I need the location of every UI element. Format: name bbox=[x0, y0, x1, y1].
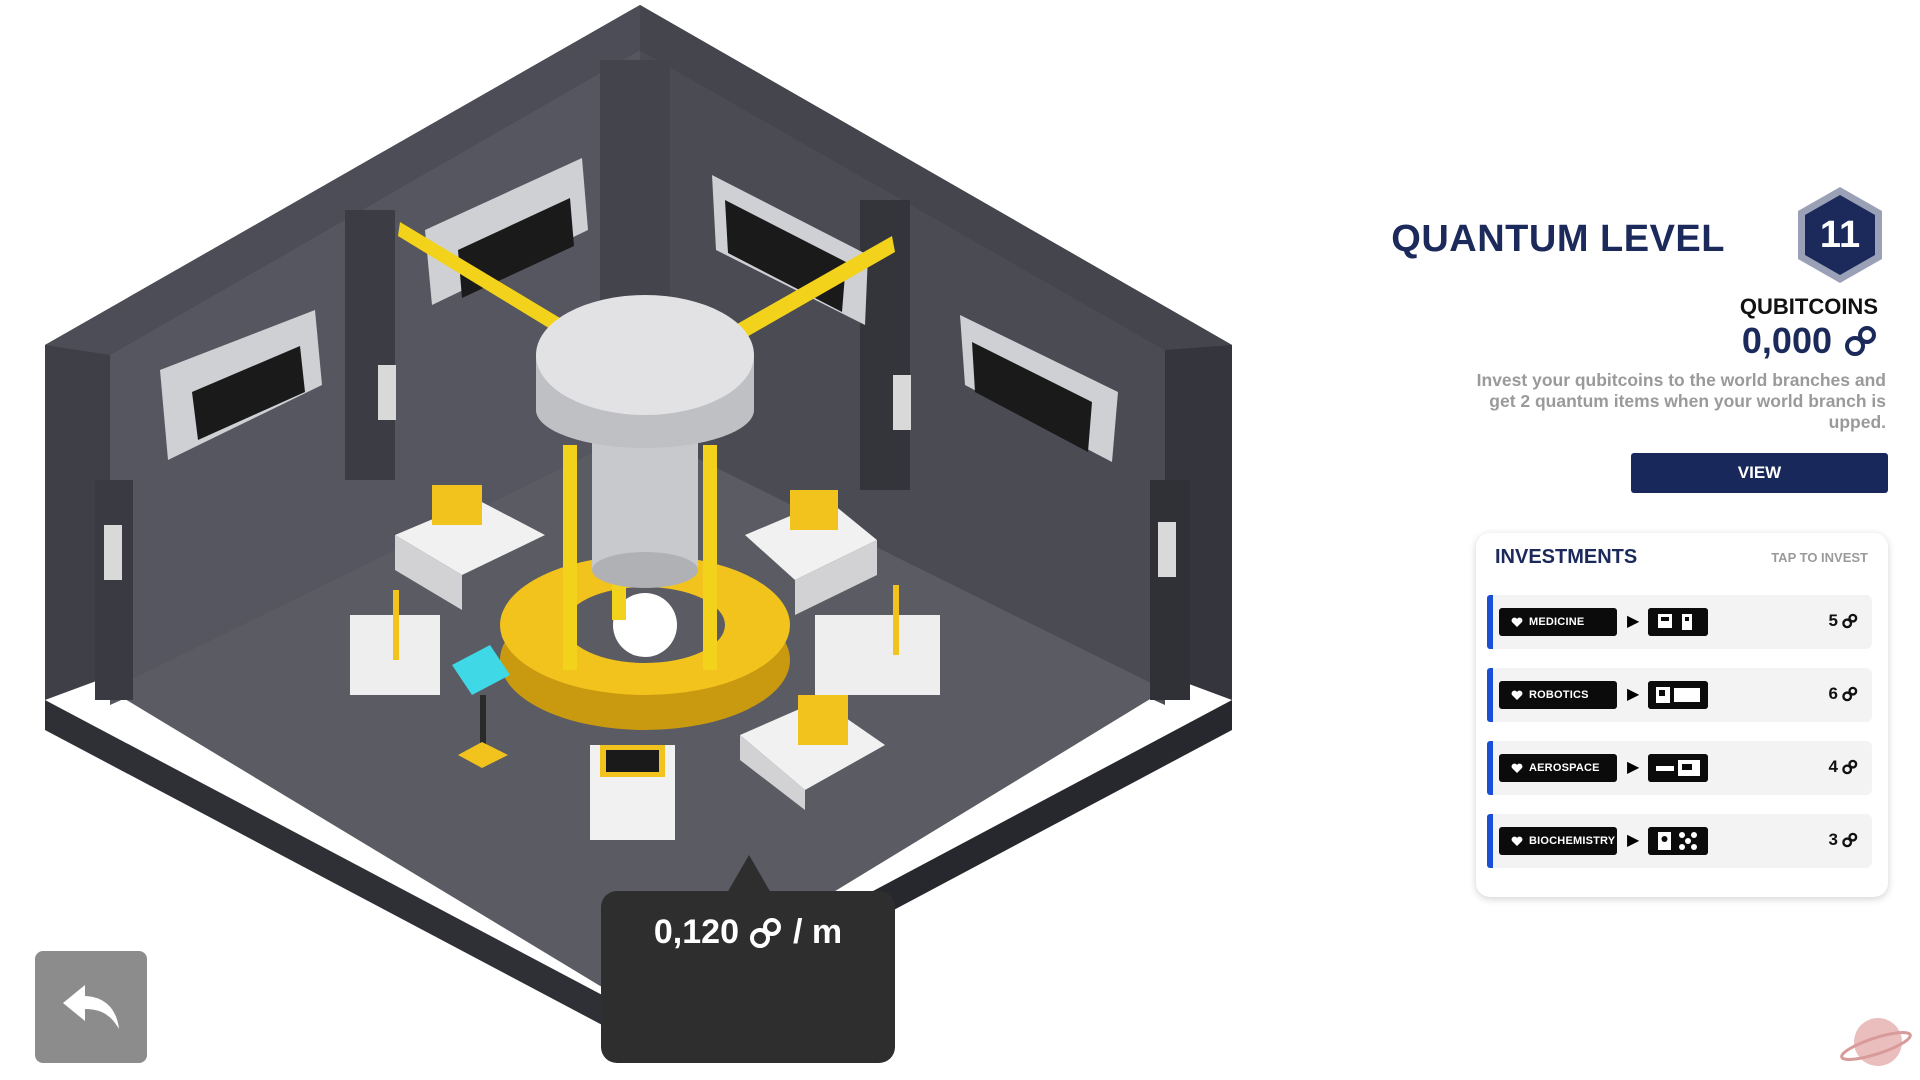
investment-cost: 4 bbox=[1829, 757, 1858, 777]
qubitcoins-value: 0,000 bbox=[1741, 320, 1832, 361]
rate-bubble bbox=[601, 891, 895, 1063]
income-rate: 0,120 / m bbox=[601, 913, 895, 952]
investment-cost: 6 bbox=[1829, 684, 1858, 704]
tap-to-invest-hint: TAP TO INVEST bbox=[1771, 550, 1868, 565]
branch-label: ROBOTICS bbox=[1529, 689, 1589, 701]
play-arrow-icon: ▶ bbox=[1627, 613, 1640, 630]
row-accent bbox=[1487, 741, 1493, 795]
qubitcoin-icon bbox=[1842, 613, 1858, 629]
branch-tag: ROBOTICS bbox=[1499, 681, 1617, 709]
investments-panel: INVESTMENTS TAP TO INVEST MEDICINE ▶ 5 R… bbox=[1476, 533, 1888, 897]
quantum-items-icon bbox=[1648, 754, 1708, 782]
cost-value: 3 bbox=[1828, 830, 1838, 849]
play-arrow-icon: ▶ bbox=[1627, 832, 1640, 849]
investment-row-aerospace[interactable]: AEROSPACE ▶ 4 bbox=[1487, 741, 1872, 795]
play-arrow-icon: ▶ bbox=[1627, 759, 1640, 776]
quantum-lab-room bbox=[45, 5, 1232, 1045]
qubitcoin-icon bbox=[1842, 832, 1858, 848]
heart-icon bbox=[1511, 836, 1523, 846]
heart-icon bbox=[1511, 763, 1523, 773]
cost-value: 4 bbox=[1828, 757, 1838, 776]
row-accent bbox=[1487, 814, 1493, 868]
heart-icon bbox=[1511, 690, 1523, 700]
quantum-level-number: 11 bbox=[1819, 213, 1861, 256]
qubitcoin-icon bbox=[1842, 686, 1858, 702]
quantum-items-icon bbox=[1648, 608, 1708, 636]
quantum-items-icon bbox=[1648, 681, 1708, 709]
investment-cost: 3 bbox=[1829, 830, 1858, 850]
rate-unit: / m bbox=[792, 913, 843, 951]
qubitcoins-label: QUBITCOINS bbox=[1739, 294, 1878, 319]
row-accent bbox=[1487, 668, 1493, 722]
row-accent bbox=[1487, 595, 1493, 649]
qubitcoin-icon bbox=[1842, 759, 1858, 775]
quantum-level-header: QUANTUM LEVEL 11 bbox=[1391, 185, 1890, 285]
qubitcoin-icon bbox=[1845, 326, 1876, 356]
branch-tag: AEROSPACE bbox=[1499, 754, 1617, 782]
rate-value: 0,120 bbox=[653, 913, 739, 951]
branch-label: AEROSPACE bbox=[1529, 762, 1600, 774]
qubitcoins-balance: 0,000 bbox=[1742, 320, 1878, 362]
play-arrow-icon: ▶ bbox=[1627, 686, 1640, 703]
wall-screen bbox=[160, 310, 322, 460]
investments-title: INVESTMENTS bbox=[1495, 546, 1638, 568]
heart-icon bbox=[1511, 617, 1523, 627]
investment-row-biochemistry[interactable]: BIOCHEMISTRY ▶ 3 bbox=[1487, 814, 1872, 868]
view-button[interactable]: VIEW bbox=[1631, 453, 1888, 493]
investment-row-medicine[interactable]: MEDICINE ▶ 5 bbox=[1487, 595, 1872, 649]
investment-cost: 5 bbox=[1829, 611, 1858, 631]
back-button[interactable] bbox=[35, 951, 147, 1063]
qubitcoin-icon bbox=[749, 917, 781, 948]
cost-value: 5 bbox=[1828, 611, 1838, 630]
quantum-level-title: QUANTUM LEVEL bbox=[1391, 218, 1725, 260]
branch-tag: MEDICINE bbox=[1499, 608, 1617, 636]
cost-value: 6 bbox=[1828, 684, 1838, 703]
branch-tag: BIOCHEMISTRY bbox=[1499, 827, 1617, 855]
investment-row-robotics[interactable]: ROBOTICS ▶ 6 bbox=[1487, 668, 1872, 722]
branch-label: MEDICINE bbox=[1529, 616, 1585, 628]
invest-description: Invest your qubitcoins to the world bran… bbox=[1476, 370, 1886, 432]
undo-arrow-icon bbox=[63, 985, 119, 1029]
playground-logo bbox=[1840, 1018, 1912, 1066]
branch-label: BIOCHEMISTRY bbox=[1529, 835, 1616, 847]
level-hexagon-badge bbox=[1798, 187, 1882, 283]
quantum-items-icon bbox=[1648, 827, 1708, 855]
rate-bubble-pointer bbox=[727, 855, 771, 893]
